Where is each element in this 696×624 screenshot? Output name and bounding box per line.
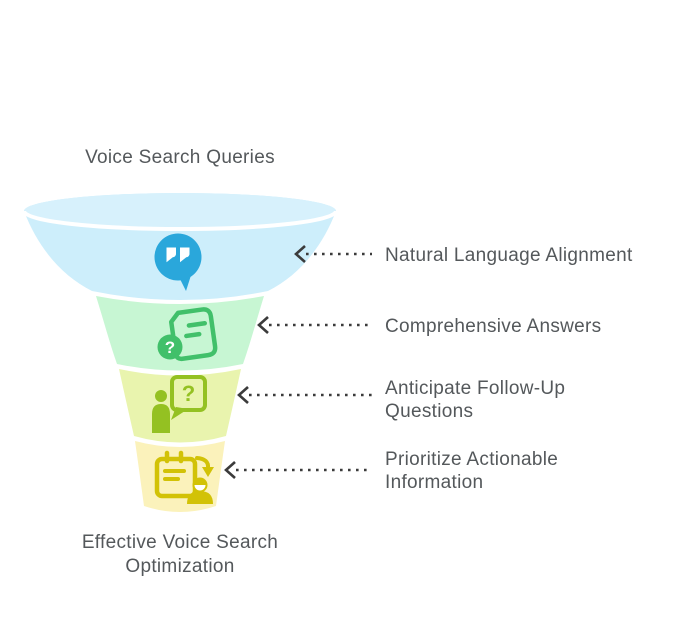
level-label-natural-language-alignment: Natural Language Alignment bbox=[385, 245, 633, 266]
dotted-arrow-3 bbox=[237, 386, 372, 404]
question-mark-glyph: ? bbox=[165, 338, 175, 357]
level-label-anticipate-follow-up-questions: Anticipate Follow-Up Questions bbox=[385, 378, 566, 422]
funnel-section-2 bbox=[96, 296, 264, 371]
dotted-arrow-1 bbox=[294, 245, 372, 263]
diagram-title: Voice Search Queries bbox=[85, 147, 275, 168]
document-question-icon: ? bbox=[157, 307, 218, 362]
level-label-comprehensive-answers: Comprehensive Answers bbox=[385, 316, 602, 337]
funnel-mouth-rim bbox=[22, 210, 338, 231]
dotted-arrow-4 bbox=[224, 461, 372, 479]
level-label-prioritize-actionable-information: Prioritize Actionable Information bbox=[385, 449, 559, 493]
diagram-footer-title: Effective Voice Search Optimization bbox=[81, 532, 279, 577]
person-question-bubble-icon: ? bbox=[152, 375, 207, 433]
clipboard-sync-person-icon bbox=[154, 450, 214, 504]
funnel-mouth bbox=[24, 193, 336, 229]
leader-arrows bbox=[224, 245, 372, 479]
dotted-arrow-2 bbox=[257, 316, 372, 334]
speech-bubble-quotes-icon bbox=[154, 233, 202, 291]
question-mark-glyph: ? bbox=[182, 381, 195, 406]
funnel-section-3 bbox=[119, 369, 241, 443]
